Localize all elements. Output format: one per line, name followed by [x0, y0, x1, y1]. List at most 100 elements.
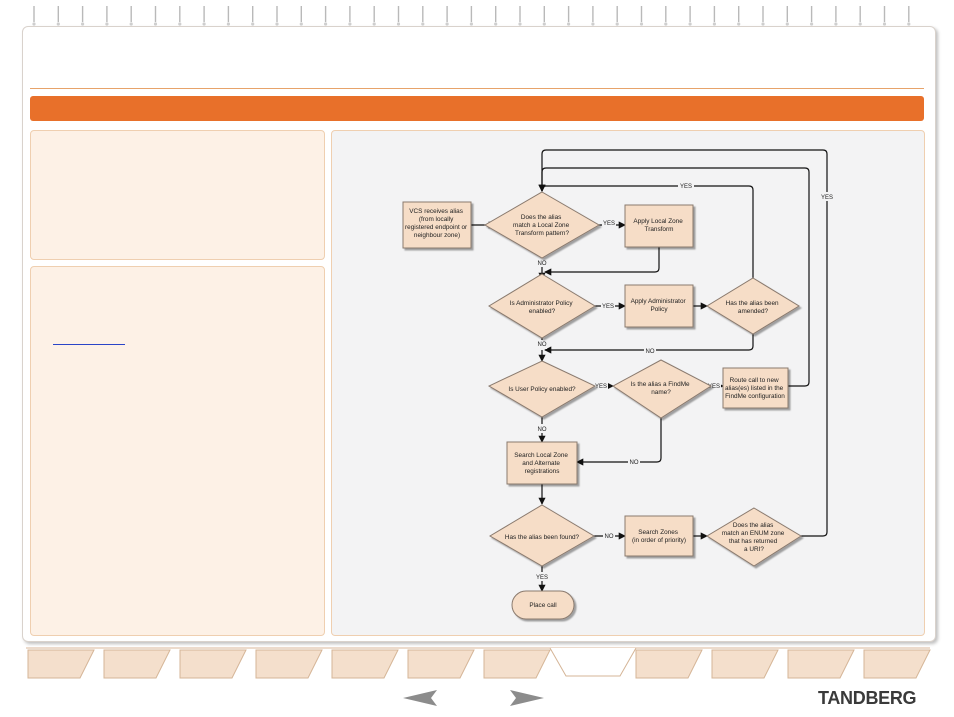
binder-hole	[348, 22, 352, 26]
section-tab[interactable]	[787, 649, 855, 679]
binder-rings	[32, 6, 911, 26]
edge-enum-yes-loop	[538, 149, 828, 537]
text-local-match: Does the alias match a Local Zone Transf…	[513, 214, 571, 237]
details-link[interactable]	[53, 344, 125, 345]
binder-hole	[153, 22, 158, 26]
text-place-call: Place call	[529, 602, 556, 609]
binder-hole	[907, 22, 911, 26]
binder-hole	[445, 22, 449, 26]
edge-findme-no	[576, 418, 662, 466]
section-tab[interactable]	[635, 649, 703, 679]
arrow-left-icon[interactable]	[397, 688, 447, 708]
section-tab-active[interactable]	[549, 647, 637, 677]
node-route-call-box	[722, 367, 789, 409]
node-user-enabled-diamond	[487, 360, 597, 418]
node-amended-diamond	[706, 277, 800, 335]
binder-hole	[324, 22, 328, 26]
node-place-call-box	[511, 590, 575, 620]
binder-hole	[785, 22, 789, 26]
section-banner	[30, 96, 924, 121]
arrow-right-icon[interactable]	[500, 688, 550, 708]
node-receives-box	[402, 201, 472, 249]
binder-hole	[81, 22, 85, 26]
binder-hole	[761, 22, 765, 26]
section-tab[interactable]	[255, 649, 323, 679]
label-user-no: NO	[538, 427, 547, 433]
binder-hole	[834, 22, 838, 26]
label-findme-no: NO	[630, 460, 639, 466]
edge-apply-local-merge	[544, 247, 660, 276]
section-tab[interactable]	[103, 649, 171, 679]
binder-hole	[712, 22, 717, 26]
text-search-zones: Search Zones (in order of priority)	[632, 529, 686, 544]
label-local-yes: YES	[603, 221, 615, 227]
binder-hole	[615, 22, 619, 26]
binder-hole	[567, 22, 571, 26]
binder-hole	[105, 22, 109, 26]
section-tab[interactable]	[179, 649, 247, 679]
binder-hole	[591, 22, 595, 26]
text-enum-match: Does the alias match an ENUM zone that h…	[722, 522, 786, 553]
section-tab[interactable]	[407, 649, 475, 679]
node-local-match-diamond	[484, 191, 600, 259]
node-apply-local-box	[624, 204, 694, 248]
text-admin-enabled: Is Administrator Policy enabled?	[510, 300, 575, 315]
node-admin-enabled-diamond	[488, 273, 596, 339]
label-amended-no: NO	[646, 349, 655, 355]
text-user-enabled: Is User Policy enabled?	[508, 386, 576, 393]
binder-hole	[129, 22, 133, 26]
binder-hole	[542, 22, 546, 26]
label-local-no: NO	[538, 261, 547, 267]
node-search-local-box	[506, 441, 578, 485]
binder-hole	[688, 22, 692, 26]
nodes	[402, 191, 802, 620]
call-routing-flowchart: YES NO YES YES NO NO YES YES YES NO NO N…	[402, 149, 835, 620]
binder-hole	[299, 22, 303, 26]
binder-hole	[858, 22, 862, 26]
header-divider	[30, 88, 924, 89]
text-found: Has the alias been found?	[505, 534, 580, 541]
section-tab[interactable]	[483, 649, 551, 679]
binder-hole	[56, 22, 60, 26]
node-enum-match-diamond	[706, 507, 802, 567]
edge-route-call-loop	[538, 167, 810, 387]
binder-hole	[202, 22, 206, 26]
text-receives: VCS receives alias (from locally registe…	[405, 208, 469, 239]
text-findme-name: Is the alias a FindMe name?	[631, 381, 692, 396]
section-tab-strip	[26, 647, 931, 679]
binder-hole	[518, 22, 522, 26]
details-panel	[30, 266, 325, 636]
binder-hole	[372, 22, 376, 26]
binder-hole	[639, 22, 644, 26]
section-tab[interactable]	[863, 649, 931, 679]
section-tab[interactable]	[27, 649, 95, 679]
node-found-diamond	[489, 504, 595, 567]
label-found-no: NO	[605, 534, 614, 540]
binder-hole	[178, 22, 182, 26]
binder-hole	[251, 22, 255, 26]
binder-hole	[882, 22, 887, 26]
text-amended: Has the alias been amended?	[726, 300, 781, 315]
binder-hole	[275, 22, 279, 26]
section-tab[interactable]	[711, 649, 779, 679]
node-findme-name-diamond	[612, 359, 712, 419]
text-apply-local: Apply Local Zone Transform	[633, 218, 684, 233]
binder-hole	[737, 22, 741, 26]
binder-hole	[810, 22, 814, 26]
label-user-yes: YES	[595, 384, 607, 390]
label-admin-no: NO	[538, 342, 547, 348]
text-route-call: Route call to new alias(es) listed in th…	[725, 377, 785, 400]
edge-labels: YES NO YES YES NO NO YES YES YES NO NO N…	[534, 181, 835, 581]
label-findme-yes: YES	[708, 384, 720, 390]
text-search-local: Search Local Zone and Alternate registra…	[514, 452, 569, 475]
binder-hole	[32, 22, 36, 26]
binder-hole	[421, 22, 425, 26]
tandberg-logo: TANDBERG	[818, 688, 917, 708]
edge-amended-no	[544, 334, 754, 354]
binder-hole	[469, 22, 473, 26]
node-search-zones-box	[624, 515, 694, 557]
text-apply-admin: Apply Administrator Policy	[631, 298, 688, 313]
label-admin-yes: YES	[602, 304, 614, 310]
overview-panel	[30, 130, 325, 260]
section-tab[interactable]	[331, 649, 399, 679]
